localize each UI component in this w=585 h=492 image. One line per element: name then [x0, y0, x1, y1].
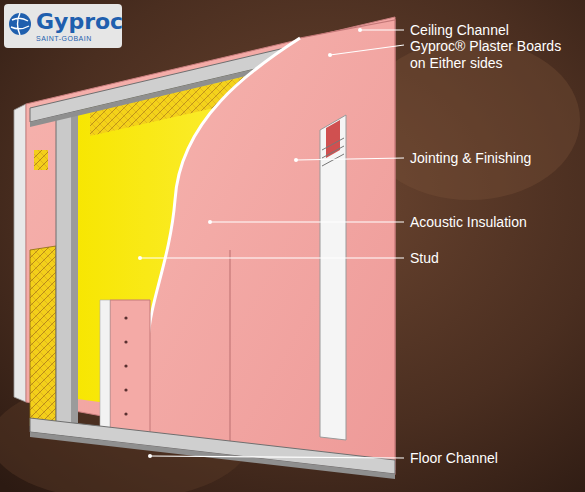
logo-wordmark: Gyproc [36, 10, 126, 34]
board-edge [100, 300, 110, 444]
logo-subtitle: SAINT-GOBAIN [36, 35, 126, 43]
logo-globe [9, 13, 31, 35]
board-edge [14, 104, 26, 402]
leader-lines [140, 30, 404, 458]
part-label: Gyproc® Plaster Boards on Either sides [410, 38, 580, 72]
insulation-column [30, 246, 56, 432]
part-label: Acoustic Insulation [410, 214, 580, 231]
plaster-board-strip [110, 300, 150, 448]
stud-flange [72, 107, 78, 431]
screws [124, 316, 127, 437]
stud [56, 108, 72, 430]
logo-globe-lines [11, 13, 29, 35]
front-plaster-board [148, 20, 395, 474]
board-joint [229, 250, 230, 458]
board-cut-edge [148, 38, 300, 340]
jointing-compound [320, 115, 346, 440]
floor-channel-lip [30, 432, 395, 479]
tape-lines [322, 138, 344, 166]
leader-dots [138, 28, 362, 458]
part-label: Floor Channel [410, 450, 580, 467]
insulation-piece [34, 150, 48, 170]
floor-channel [30, 418, 395, 474]
part-label: Stud [410, 250, 580, 267]
part-label: Jointing & Finishing [410, 150, 580, 167]
part-label: Ceiling Channel [410, 22, 580, 39]
